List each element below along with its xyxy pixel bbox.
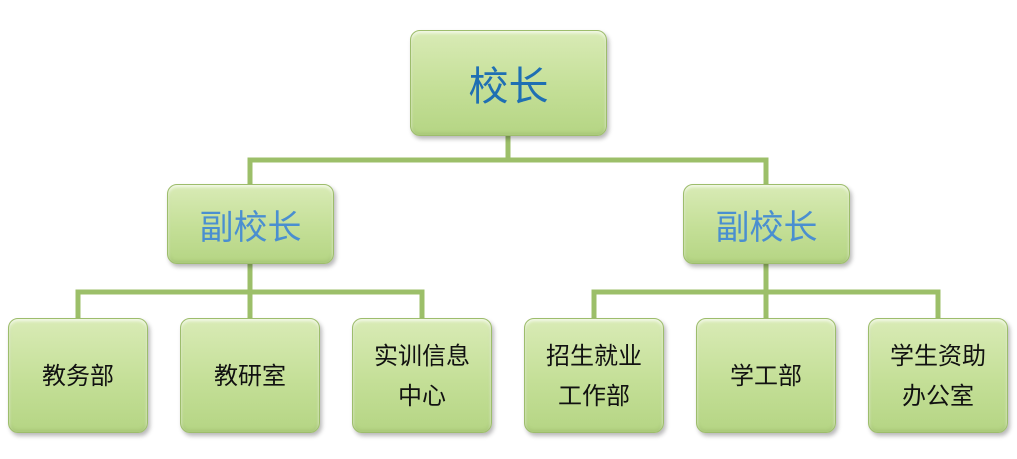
principal-node: 校长 [410, 30, 607, 136]
dept-academic-affairs-node: 教务部 [8, 318, 148, 433]
dept-student-aid-office-label: 学生资助 办公室 [890, 341, 986, 410]
dept-teaching-research-node: 教研室 [180, 318, 320, 433]
dept-student-affairs-label: 学工部 [730, 361, 802, 390]
vice-principal-left-label: 副校长 [199, 207, 302, 248]
dept-admissions-employment-label: 招生就业 工作部 [546, 341, 642, 410]
vice-principal-right-node: 副校长 [683, 184, 850, 264]
dept-training-info-center-node: 实训信息 中心 [352, 318, 492, 433]
dept-student-aid-office-node: 学生资助 办公室 [868, 318, 1008, 433]
dept-teaching-research-label: 教研室 [214, 361, 286, 390]
principal-label: 校长 [468, 64, 549, 110]
vice-principal-left-node: 副校长 [167, 184, 334, 264]
dept-training-info-center-label: 实训信息 中心 [374, 341, 470, 410]
dept-student-affairs-node: 学工部 [696, 318, 836, 433]
vice-principal-right-label: 副校长 [715, 207, 818, 248]
dept-academic-affairs-label: 教务部 [42, 361, 114, 390]
dept-admissions-employment-node: 招生就业 工作部 [524, 318, 664, 433]
